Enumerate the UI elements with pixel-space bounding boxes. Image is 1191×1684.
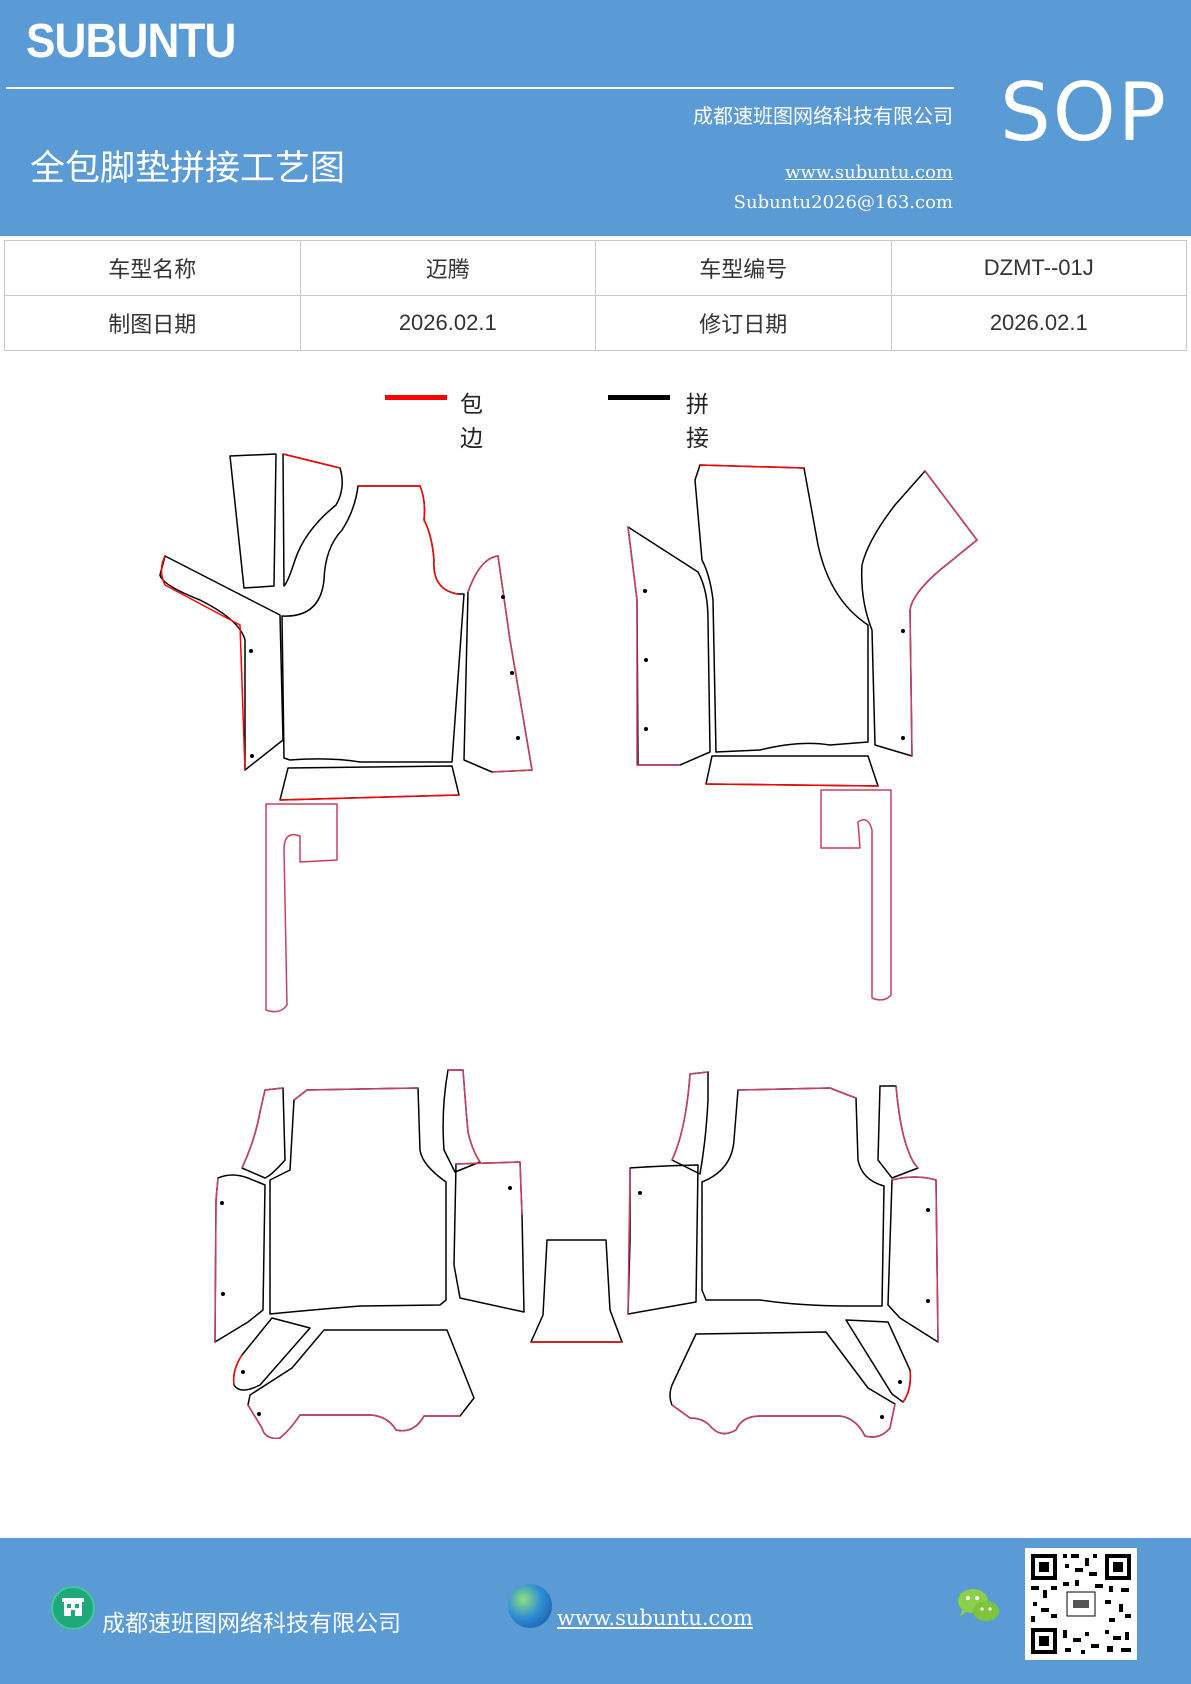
- legend-joint-swatch: [608, 395, 670, 400]
- mat-piece-edge: [909, 470, 978, 757]
- mat-piece-edge: [241, 1087, 284, 1169]
- mat-piece-edge: [448, 1069, 481, 1163]
- rear-right-mat-group: [627, 1071, 939, 1438]
- mat-piece: [671, 1071, 709, 1175]
- model-name-label: 车型名称: [4, 240, 301, 296]
- mat-piece: [281, 485, 465, 763]
- mat-piece: [627, 526, 711, 766]
- mat-piece: [530, 1239, 623, 1343]
- mat-piece: [463, 555, 533, 773]
- mat-piece: [860, 470, 978, 757]
- mat-piece: [241, 1087, 286, 1179]
- globe-icon: [508, 1584, 552, 1628]
- table-row: 车型名称 迈腾 车型编号 DZMT--01J: [4, 240, 1187, 296]
- mat-piece: [453, 1161, 525, 1313]
- model-name-value: 迈腾: [299, 240, 596, 296]
- mat-piece-edge: [627, 526, 680, 766]
- mat-piece: [279, 765, 460, 801]
- mat-piece-edge: [671, 1403, 896, 1438]
- mat-piece-edge: [705, 783, 879, 787]
- mat-piece-edge: [293, 1087, 419, 1101]
- mat-piece: [214, 1174, 266, 1343]
- mat-piece-edge: [232, 1354, 243, 1386]
- mat-piece: [269, 1087, 447, 1315]
- mat-piece: [701, 1087, 885, 1307]
- model-code-label: 车型编号: [595, 240, 892, 296]
- mat-piece-edge: [699, 464, 805, 469]
- mat-piece: [265, 803, 338, 1013]
- mat-piece-edge: [279, 794, 460, 801]
- mat-piece-edge: [737, 1087, 857, 1099]
- draw-date-value: 2026.02.1: [299, 295, 596, 351]
- header-banner: SUBUNTU 成都速班图网络科技有限公司 SOP 全包脚垫拼接工艺图 www.…: [0, 0, 1191, 236]
- model-code-value: DZMT--01J: [890, 240, 1187, 296]
- qr-code[interactable]: [1025, 1548, 1137, 1660]
- legend-edge-label: 包边: [460, 392, 483, 452]
- rear-left-mat-group: [214, 1069, 525, 1440]
- footer-website-link[interactable]: www.subuntu.com: [557, 1606, 753, 1630]
- revise-date-label: 修订日期: [595, 295, 892, 351]
- page-title: 全包脚垫拼接工艺图: [30, 149, 346, 189]
- footer-company-name: 成都速班图网络科技有限公司: [102, 1611, 401, 1637]
- info-table: 车型名称 迈腾 车型编号 DZMT--01J 制图日期 2026.02.1 修订…: [4, 240, 1187, 351]
- mat-piece-edge: [671, 1071, 709, 1161]
- front-left-mat-group: [159, 453, 533, 1013]
- mat-piece-edge: [247, 1404, 460, 1440]
- front-right-mat-group: [627, 464, 978, 1001]
- mat-piece-edge: [358, 485, 459, 595]
- mat-piece: [282, 453, 343, 587]
- mat-piece-edge: [282, 453, 341, 469]
- mat-piece: [820, 789, 892, 1001]
- building-icon: [51, 1586, 95, 1630]
- brand-logo: SUBUNTU: [26, 15, 236, 68]
- wechat-icon: [956, 1586, 1002, 1626]
- table-row: 制图日期 2026.02.1 修订日期 2026.02.1: [4, 295, 1187, 351]
- revise-date-value: 2026.02.1: [890, 295, 1187, 351]
- draw-date-label: 制图日期: [4, 295, 301, 351]
- mat-piece-edge: [891, 1176, 939, 1343]
- header-divider: [6, 87, 954, 89]
- mat-piece-edge: [160, 555, 246, 771]
- mat-piece: [887, 1176, 939, 1343]
- mat-piece: [442, 1069, 481, 1173]
- mat-piece-edge: [627, 1167, 631, 1315]
- mat-piece-edge: [902, 1369, 912, 1403]
- mat-piece-edge: [467, 555, 533, 773]
- mat-piece-edge: [895, 1085, 919, 1169]
- legend-edge-swatch: [385, 395, 447, 400]
- email-address: Subuntu2026@163.com: [733, 192, 953, 213]
- company-name: 成都速班图网络科技有限公司: [693, 104, 953, 128]
- legend-joint-label: 拼接: [686, 392, 709, 452]
- sop-label: SOP: [1000, 66, 1168, 159]
- center-tunnel-mat: [530, 1239, 623, 1343]
- footer-banner: 成都速班图网络科技有限公司 www.subuntu.com: [0, 1538, 1191, 1684]
- mat-piece: [627, 1164, 699, 1315]
- mat-piece: [229, 453, 277, 589]
- mat-piece: [694, 464, 869, 753]
- mat-piece: [705, 755, 879, 787]
- website-link[interactable]: www.subuntu.com: [785, 162, 953, 183]
- floor-mat-diagram: [159, 453, 978, 1440]
- mat-piece-edge: [214, 1177, 219, 1343]
- mat-piece: [247, 1329, 475, 1440]
- mat-piece: [232, 1317, 311, 1391]
- mat-piece: [845, 1319, 912, 1403]
- mat-piece: [159, 555, 284, 771]
- mat-piece-edge: [455, 1161, 523, 1216]
